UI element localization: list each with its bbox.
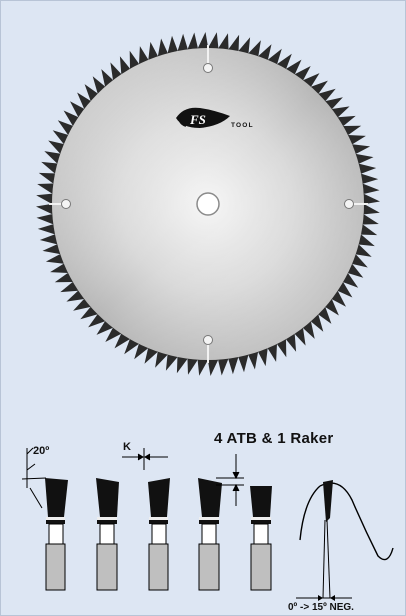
fs-tool-logo: FS TOOL xyxy=(176,107,254,129)
slot-hole-left xyxy=(61,199,71,209)
tooth-config-title: 4 ATB & 1 Raker xyxy=(214,430,334,447)
arbor-hole xyxy=(196,192,220,216)
tooth-atb-4 xyxy=(198,478,222,591)
tooth-side-view xyxy=(296,480,394,601)
saw-blade xyxy=(36,32,380,376)
bevel-angle-label: 20º xyxy=(33,445,50,457)
slot-hole-bottom xyxy=(203,335,213,345)
raker-height-annotation xyxy=(216,454,244,506)
slot-hole-top xyxy=(203,63,213,73)
logo-word-text: TOOL xyxy=(231,122,254,129)
hook-angle-label: 0º -> 15º NEG. xyxy=(288,602,354,613)
bevel-angle-annotation xyxy=(21,447,47,509)
tooth-atb-1 xyxy=(45,478,68,591)
tooth-diagram xyxy=(21,447,394,601)
tooth-atb-3 xyxy=(148,478,170,591)
logo-mark-text: FS xyxy=(189,112,206,127)
clearance-annotation xyxy=(122,448,168,470)
clearance-label: K xyxy=(123,441,131,453)
tooth-atb-2 xyxy=(96,478,119,591)
tooth-raker xyxy=(250,486,272,591)
slot-hole-right xyxy=(344,199,354,209)
